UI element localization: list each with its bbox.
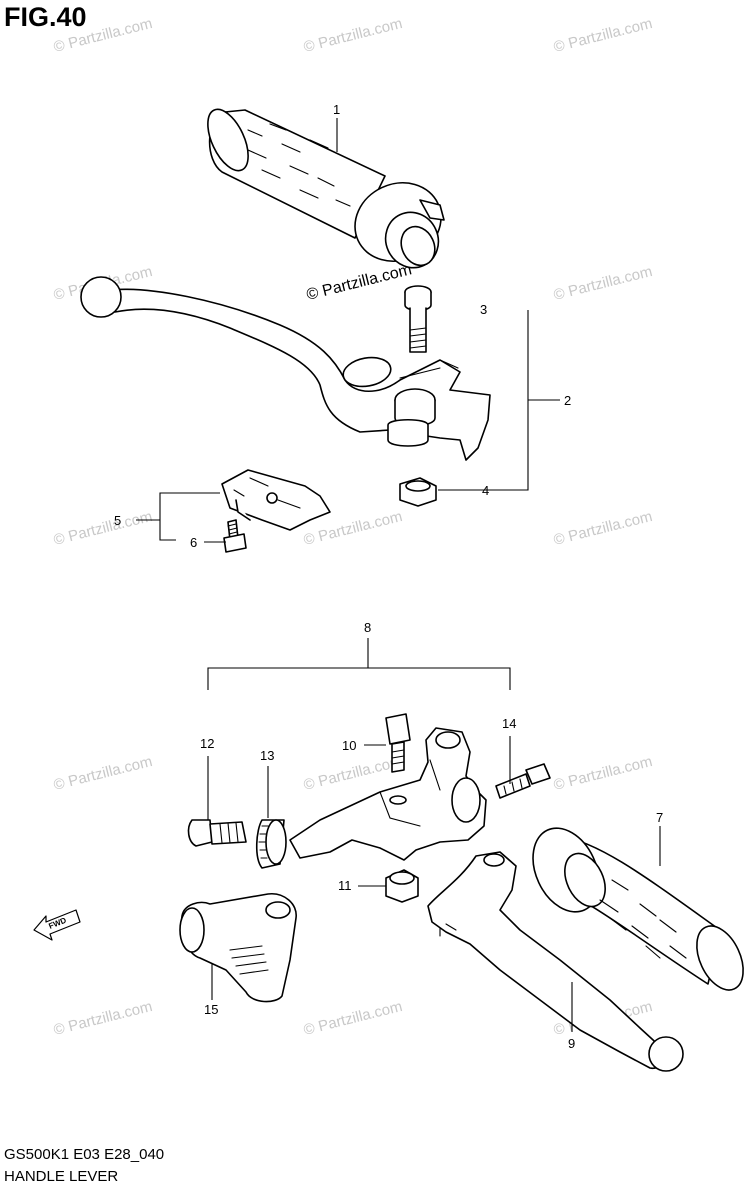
callout-2: 2 [564,393,571,408]
callout-9: 9 [568,1036,575,1051]
part-6-screw [223,519,247,553]
part-9-lever [427,851,684,1072]
watermark-prominent: © Partzilla.com [305,261,414,304]
part-15-housing [179,893,297,1003]
watermark: © Partzilla.com [52,753,154,794]
callout-10: 10 [342,738,356,753]
part-7-grip [532,827,744,991]
part-8-perch [289,727,487,861]
callout-12: 12 [200,736,214,751]
watermark: © Partzilla.com [52,508,154,549]
part-4-nut [399,477,437,507]
part-12-bolt [187,819,247,847]
callout-numbers: 1 2 3 4 5 6 7 8 9 10 11 12 13 14 15 [114,102,663,1051]
callout-4: 4 [482,483,489,498]
callout-11: 11 [338,878,352,893]
callout-3: 3 [480,302,487,317]
watermark: © Partzilla.com [52,15,154,56]
callout-15: 15 [204,1002,218,1017]
part-10-bolt [385,713,411,773]
callout-1: 1 [333,102,340,117]
figure-title: FIG.40 [4,2,87,32]
watermark: © Partzilla.com [302,753,404,794]
watermark: © Partzilla.com [552,15,654,56]
watermark: © Partzilla.com [302,998,404,1039]
part-5-switch [221,469,331,531]
part-14-screw [495,763,551,799]
callout-7: 7 [656,810,663,825]
part-13-adjuster [255,819,287,869]
fwd-arrow: FWD [33,909,81,941]
watermark: © Partzilla.com [552,263,654,304]
watermark: © Partzilla.com [552,753,654,794]
upper-leader-lines [136,118,560,543]
part-1-throttle-grip [207,108,445,269]
watermark: © Partzilla.com [52,998,154,1039]
lower-bracket-8 [207,638,511,690]
callout-14: 14 [502,716,516,731]
lower-leader-lines [207,736,661,1032]
figure-name: HANDLE LEVER [4,1168,119,1185]
part-3-pivot-bolt [404,285,432,353]
callout-6: 6 [190,535,197,550]
watermark: © Partzilla.com [302,15,404,56]
callout-8: 8 [364,620,371,635]
callout-13: 13 [260,748,274,763]
callout-5: 5 [114,513,121,528]
model-code: GS500K1 E03 E28_040 [4,1146,165,1163]
watermark: © Partzilla.com [552,508,654,549]
part-11-nut [385,869,419,903]
part-2-lever [80,276,491,461]
